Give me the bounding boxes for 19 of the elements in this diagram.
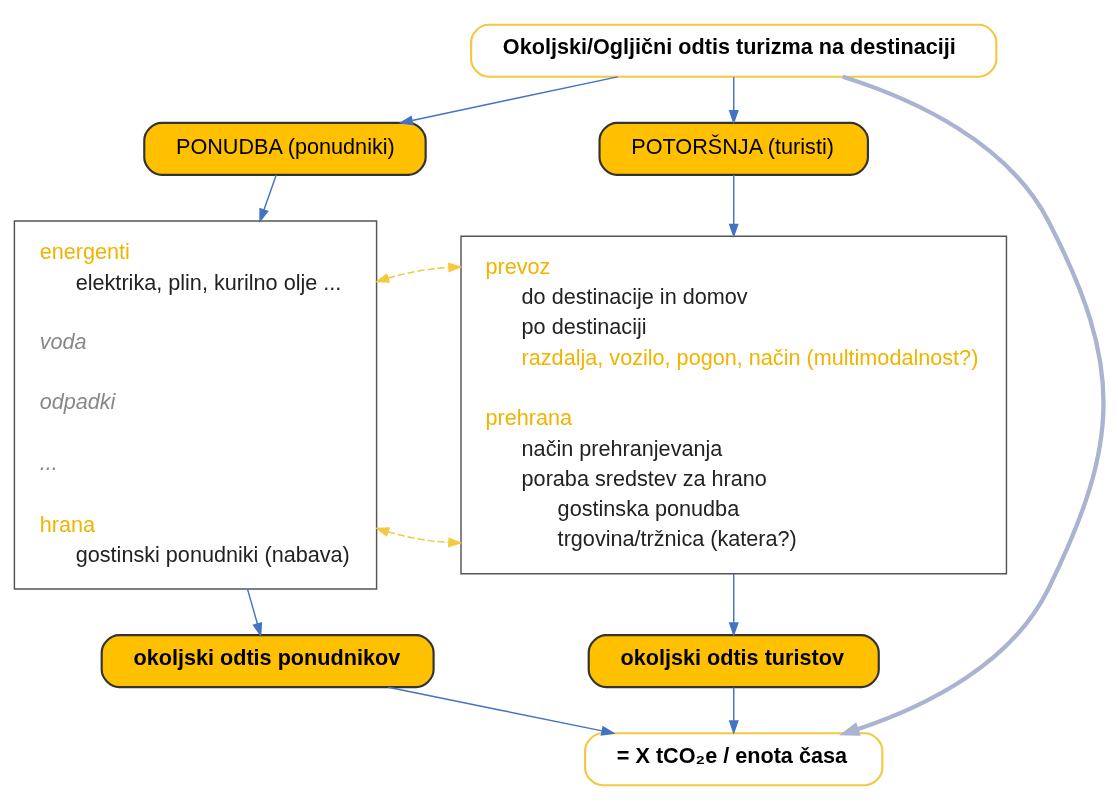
arrow <box>728 572 739 637</box>
arrow <box>374 261 463 283</box>
arrow <box>839 74 1106 736</box>
node-box: okoljski odtis ponudnikov <box>100 633 435 688</box>
node-box: = X tCO₂e / enota časa <box>584 731 884 786</box>
arrow <box>728 76 739 124</box>
node-box: Okoljski/Ogljični odtis turizma na destinaciji <box>470 23 998 78</box>
arrow <box>374 526 463 548</box>
node-box: POTORŠNJA (turisti) <box>598 121 869 176</box>
arrow <box>259 173 277 223</box>
node-box: energenti elektrika, plin, kurilno olje ... voda odpadki ... hrana gostinski ponudniki (nabava) <box>13 219 378 590</box>
arrow <box>387 686 616 736</box>
arrow <box>728 686 739 735</box>
arrow <box>246 587 263 637</box>
arrow <box>728 173 739 238</box>
node-box: PONUDBA (ponudniki) <box>143 121 427 176</box>
node-box: okoljski odtis turistov <box>587 633 880 688</box>
node-box: prevoz do destinacije in domov po destinaciji razdalja, vozilo, pogon, način (multimodalnost?) prehrana način prehranjevanja poraba sredstev za hrano gostinska ponudba trgovina/tržnica (katera?) <box>460 234 1008 575</box>
arrow <box>398 75 619 125</box>
